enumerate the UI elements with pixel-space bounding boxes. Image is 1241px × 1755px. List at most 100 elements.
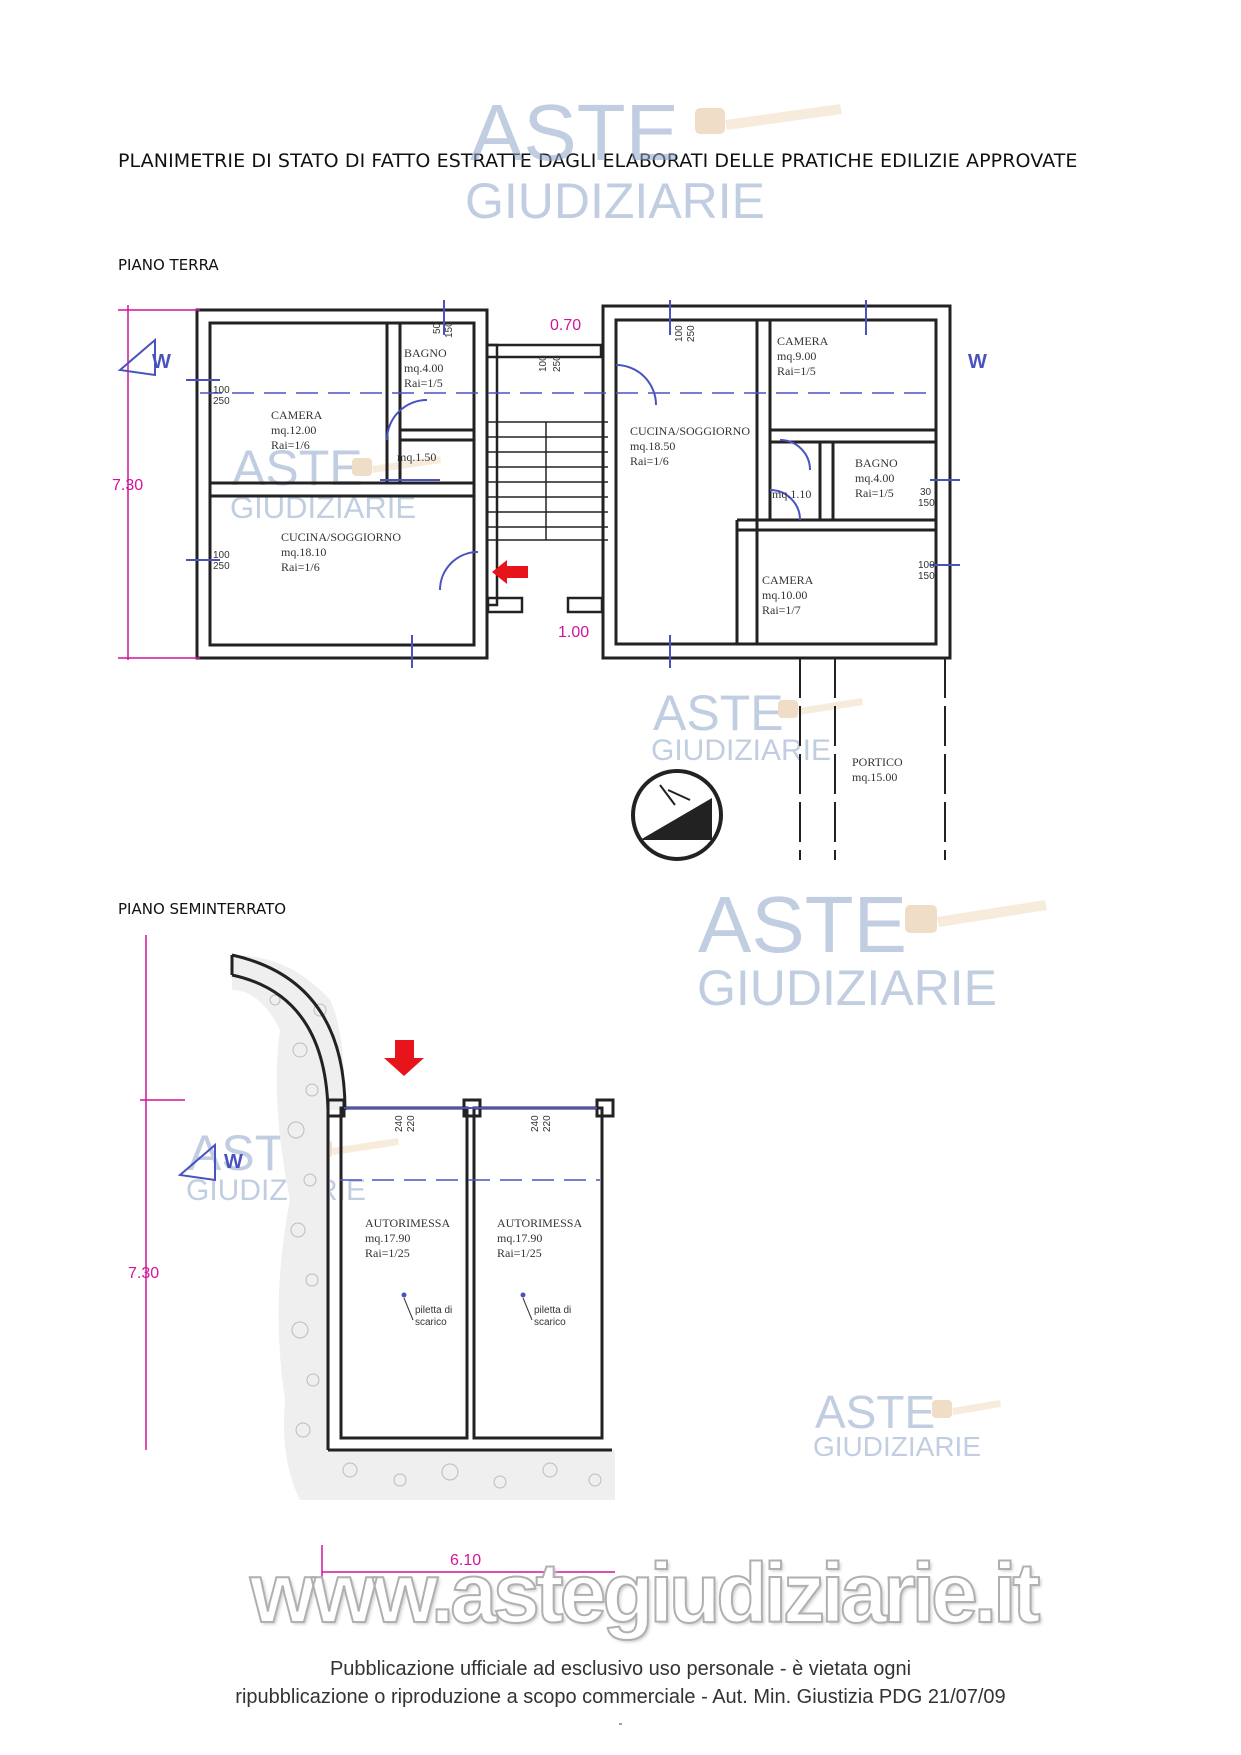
svg-text:GIUDIZIARIE: GIUDIZIARIE [651, 734, 831, 767]
svg-text:mq.1.10: mq.1.10 [772, 487, 811, 501]
svg-text:BAGNO: BAGNO [855, 456, 898, 470]
svg-text:100: 100 [213, 550, 230, 561]
svg-text:CAMERA: CAMERA [271, 408, 323, 422]
svg-text:scarico: scarico [415, 1317, 447, 1328]
watermark-logo-basement-right: ASTE GIUDIZIARIE [813, 1386, 1001, 1462]
gavel-icon [905, 900, 1047, 933]
room-label-disimpegno-right: mq.1.10 [772, 487, 811, 501]
section-label-ground-floor: PIANO TERRA [118, 256, 219, 274]
footer-mark: - [618, 1716, 623, 1730]
svg-text:100: 100 [918, 560, 935, 571]
north-compass-icon [631, 769, 723, 861]
gavel-icon [932, 1400, 1001, 1418]
right-unit-walls [601, 304, 952, 660]
svg-text:mq.17.90: mq.17.90 [497, 1231, 542, 1245]
svg-text:250: 250 [686, 325, 697, 342]
svg-text:100: 100 [213, 385, 230, 396]
svg-text:AUTORIMESSA: AUTORIMESSA [497, 1216, 582, 1230]
entrance-arrow-down-icon [384, 1040, 424, 1076]
window-dimension-marks: 100 250 50 150 30 150 100 150 100 250 10… [213, 321, 935, 582]
section-label-basement: PIANO SEMINTERRATO [118, 900, 287, 918]
svg-text:CUCINA/SOGGIORNO: CUCINA/SOGGIORNO [630, 424, 750, 438]
portico-outline [799, 658, 946, 860]
svg-text:CUCINA/SOGGIORNO: CUCINA/SOGGIORNO [281, 530, 401, 544]
garage-walls [326, 1098, 615, 1452]
svg-text:CAMERA: CAMERA [777, 334, 829, 348]
svg-text:AUTORIMESSA: AUTORIMESSA [365, 1216, 450, 1230]
svg-text:piletta di: piletta di [534, 1305, 571, 1316]
dimension-width-basement: 6.10 [450, 1552, 481, 1569]
footer-line-1: Pubblicazione ufficiale ad esclusivo uso… [329, 1658, 912, 1680]
page-heading: PLANIMETRIE DI STATO DI FATTO ESTRATTE D… [118, 150, 1078, 172]
svg-text:W: W [224, 1151, 243, 1173]
room-label-cucina-right: CUCINA/SOGGIORNO mq.18.50 Rai=1/6 [630, 424, 750, 468]
svg-text:ASTE: ASTE [232, 440, 363, 496]
svg-text:220: 220 [406, 1115, 417, 1132]
basement-plan: 7.30 6.10 W 240 220 240 220 AUTORIMESSA … [128, 935, 615, 1600]
watermark-url: www.astegiudiziarie.it [249, 1545, 1041, 1641]
svg-text:Rai=1/6: Rai=1/6 [281, 560, 320, 574]
gavel-icon [352, 456, 441, 476]
svg-text:100: 100 [538, 355, 549, 372]
svg-text:piletta di: piletta di [415, 1305, 452, 1316]
svg-text:250: 250 [213, 561, 230, 572]
svg-text:GIUDIZIARIE: GIUDIZIARIE [697, 960, 997, 1016]
svg-text:Rai=1/6: Rai=1/6 [271, 438, 310, 452]
svg-text:CAMERA: CAMERA [762, 573, 814, 587]
svg-text:mq.4.00: mq.4.00 [404, 361, 443, 375]
svg-text:mq.12.00: mq.12.00 [271, 423, 316, 437]
svg-text:240: 240 [394, 1115, 405, 1132]
svg-text:Rai=1/25: Rai=1/25 [497, 1246, 542, 1260]
svg-text:mq.9.00: mq.9.00 [777, 349, 816, 363]
watermark-logo-top: ASTE GIUDIZIARIE [465, 88, 842, 229]
svg-text:mq.18.50: mq.18.50 [630, 439, 675, 453]
ground-floor-plan: 7.30 0.70 1.00 W W CAMERA mq.12.00 Rai=1… [112, 300, 987, 861]
window-marks [186, 300, 960, 668]
watermark-aste-text: ASTE [470, 88, 679, 177]
room-label-camera-10: CAMERA mq.10.00 Rai=1/7 [762, 573, 814, 617]
dimension-stair-bottom: 1.00 [558, 624, 589, 641]
west-marker-right: W [968, 351, 987, 373]
svg-text:Rai=1/25: Rai=1/25 [365, 1246, 410, 1260]
west-marker-left: W [117, 337, 171, 377]
svg-text:Rai=1/5: Rai=1/5 [855, 486, 894, 500]
svg-text:240: 240 [530, 1115, 541, 1132]
svg-text:30: 30 [920, 487, 932, 498]
svg-text:mq.15.00: mq.15.00 [852, 770, 897, 784]
dimension-height-basement: 7.30 [128, 1265, 159, 1282]
svg-text:50: 50 [432, 322, 443, 334]
garage-door-marks: 240 220 240 220 [394, 1115, 553, 1132]
svg-text:250: 250 [213, 396, 230, 407]
gavel-icon [695, 104, 842, 134]
entrance-arrow-icon [492, 560, 528, 584]
svg-text:BAGNO: BAGNO [404, 346, 447, 360]
svg-text:250: 250 [552, 355, 563, 372]
dimension-stair-top: 0.70 [550, 317, 581, 334]
room-label-cucina-left: CUCINA/SOGGIORNO mq.18.10 Rai=1/6 [281, 530, 401, 574]
svg-text:ASTE: ASTE [815, 1386, 935, 1438]
room-label-portico: PORTICO mq.15.00 [852, 755, 903, 784]
svg-text:mq.10.00: mq.10.00 [762, 588, 807, 602]
svg-text:GIUDIZIARIE: GIUDIZIARIE [186, 1174, 366, 1207]
svg-text:100: 100 [674, 325, 685, 342]
height-dimension-basement [140, 935, 185, 1450]
svg-text:ASTE: ASTE [653, 685, 784, 741]
svg-text:scarico: scarico [534, 1317, 566, 1328]
svg-text:150: 150 [918, 498, 935, 509]
svg-text:220: 220 [542, 1115, 553, 1132]
dimension-height-ground: 7.30 [112, 477, 143, 494]
svg-text:Rai=1/6: Rai=1/6 [630, 454, 669, 468]
svg-text:PORTICO: PORTICO [852, 755, 903, 769]
watermark-logo-middle: ASTE GIUDIZIARIE [697, 880, 1047, 1016]
svg-text:mq.17.90: mq.17.90 [365, 1231, 410, 1245]
svg-text:W: W [968, 351, 987, 373]
left-unit-walls [195, 308, 489, 660]
room-label-disimpegno-left: mq.1.50 [397, 450, 436, 464]
footer-line-2: ripubblicazione o riproduzione a scopo c… [235, 1686, 1006, 1708]
gavel-icon [778, 698, 863, 718]
room-label-bagno-left: BAGNO mq.4.00 Rai=1/5 [404, 346, 447, 390]
svg-text:GIUDIZIARIE: GIUDIZIARIE [813, 1431, 981, 1462]
watermark-giudiziarie-text: GIUDIZIARIE [465, 173, 765, 229]
width-dimension-basement [321, 1545, 615, 1600]
west-marker-basement: W [177, 1142, 243, 1182]
